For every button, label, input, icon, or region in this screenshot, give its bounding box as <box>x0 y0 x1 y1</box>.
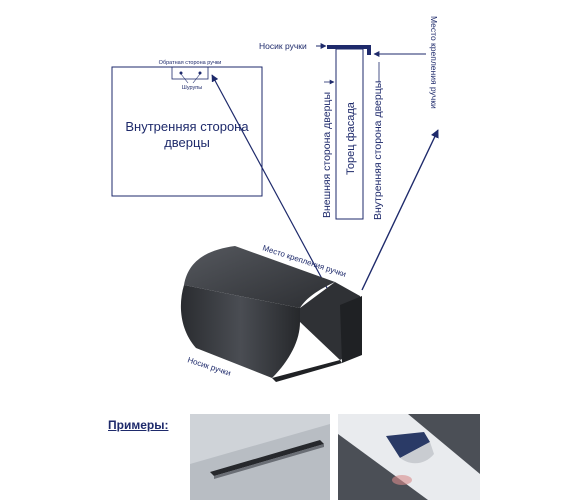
arrow-from-handle-to-mount <box>361 129 439 291</box>
handle-profile-top <box>327 45 371 49</box>
examples-title: Примеры: <box>108 418 169 432</box>
screw-dot-right <box>198 71 202 75</box>
arrow-to-handle-back <box>211 74 328 289</box>
screw-dot-left <box>179 71 183 75</box>
handle-nose-top-label: Носик ручки <box>259 41 307 51</box>
outer-side-label: Внешняя сторона дверцы <box>321 92 333 218</box>
handle-back-outline <box>171 66 209 80</box>
screws-label: Шурупы <box>182 85 202 91</box>
facade-section <box>335 48 364 220</box>
inner-side-vertical-label: Внутренняя сторона дверцы <box>372 81 384 220</box>
example-photo-cabinet-handle <box>190 414 330 500</box>
mount-place-vertical-label: Место крепления ручки <box>429 16 439 109</box>
handle-3d-render <box>180 246 362 382</box>
inner-side-label-line2: дверцы <box>164 135 210 150</box>
inner-side-label-line1: Внутренняя сторона <box>125 119 249 134</box>
handle-back-small-title: Обратная сторона ручки <box>159 60 222 66</box>
facade-end-label: Торец фасада <box>345 101 357 175</box>
handle-profile-lip <box>367 45 371 55</box>
example-photo-handle-closeup <box>338 414 480 500</box>
